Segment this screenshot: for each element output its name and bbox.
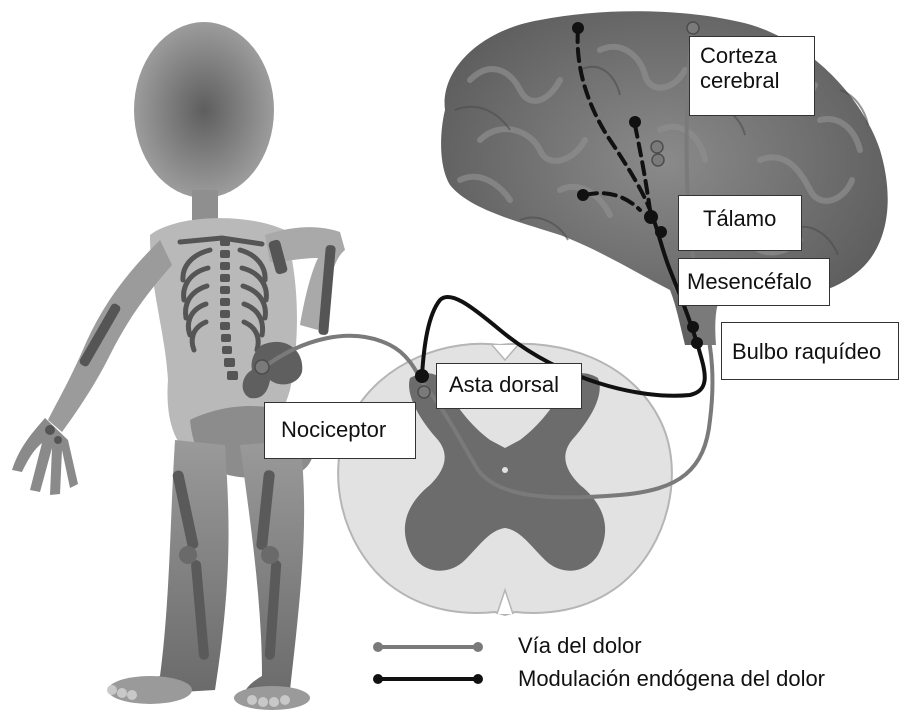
human-figure (12, 22, 345, 710)
label-nociceptor: Nociceptor (264, 402, 416, 459)
legend-pain-pathway-text: Vía del dolor (518, 633, 642, 659)
figure-left-arm (48, 240, 172, 432)
label-asta-dorsal: Asta dorsal (436, 363, 582, 409)
label-bulbo-raquideo: Bulbo raquídeo (721, 322, 899, 380)
legend-modulation-swatch (373, 674, 483, 684)
legend-modulation-text: Modulación endógena del dolor (518, 666, 825, 692)
label-mesencefalo: Mesencéfalo (678, 258, 830, 306)
label-corteza-line1: Corteza (700, 43, 814, 68)
figure-left-hand (12, 418, 78, 495)
label-corteza-cerebral: Corteza cerebral (689, 36, 815, 116)
nociceptor-terminal (255, 360, 269, 374)
figure-head (134, 22, 274, 198)
label-corteza-line2: cerebral (700, 68, 814, 93)
legend-pain-pathway-swatch (373, 642, 483, 652)
label-talamo: Tálamo (678, 195, 802, 251)
